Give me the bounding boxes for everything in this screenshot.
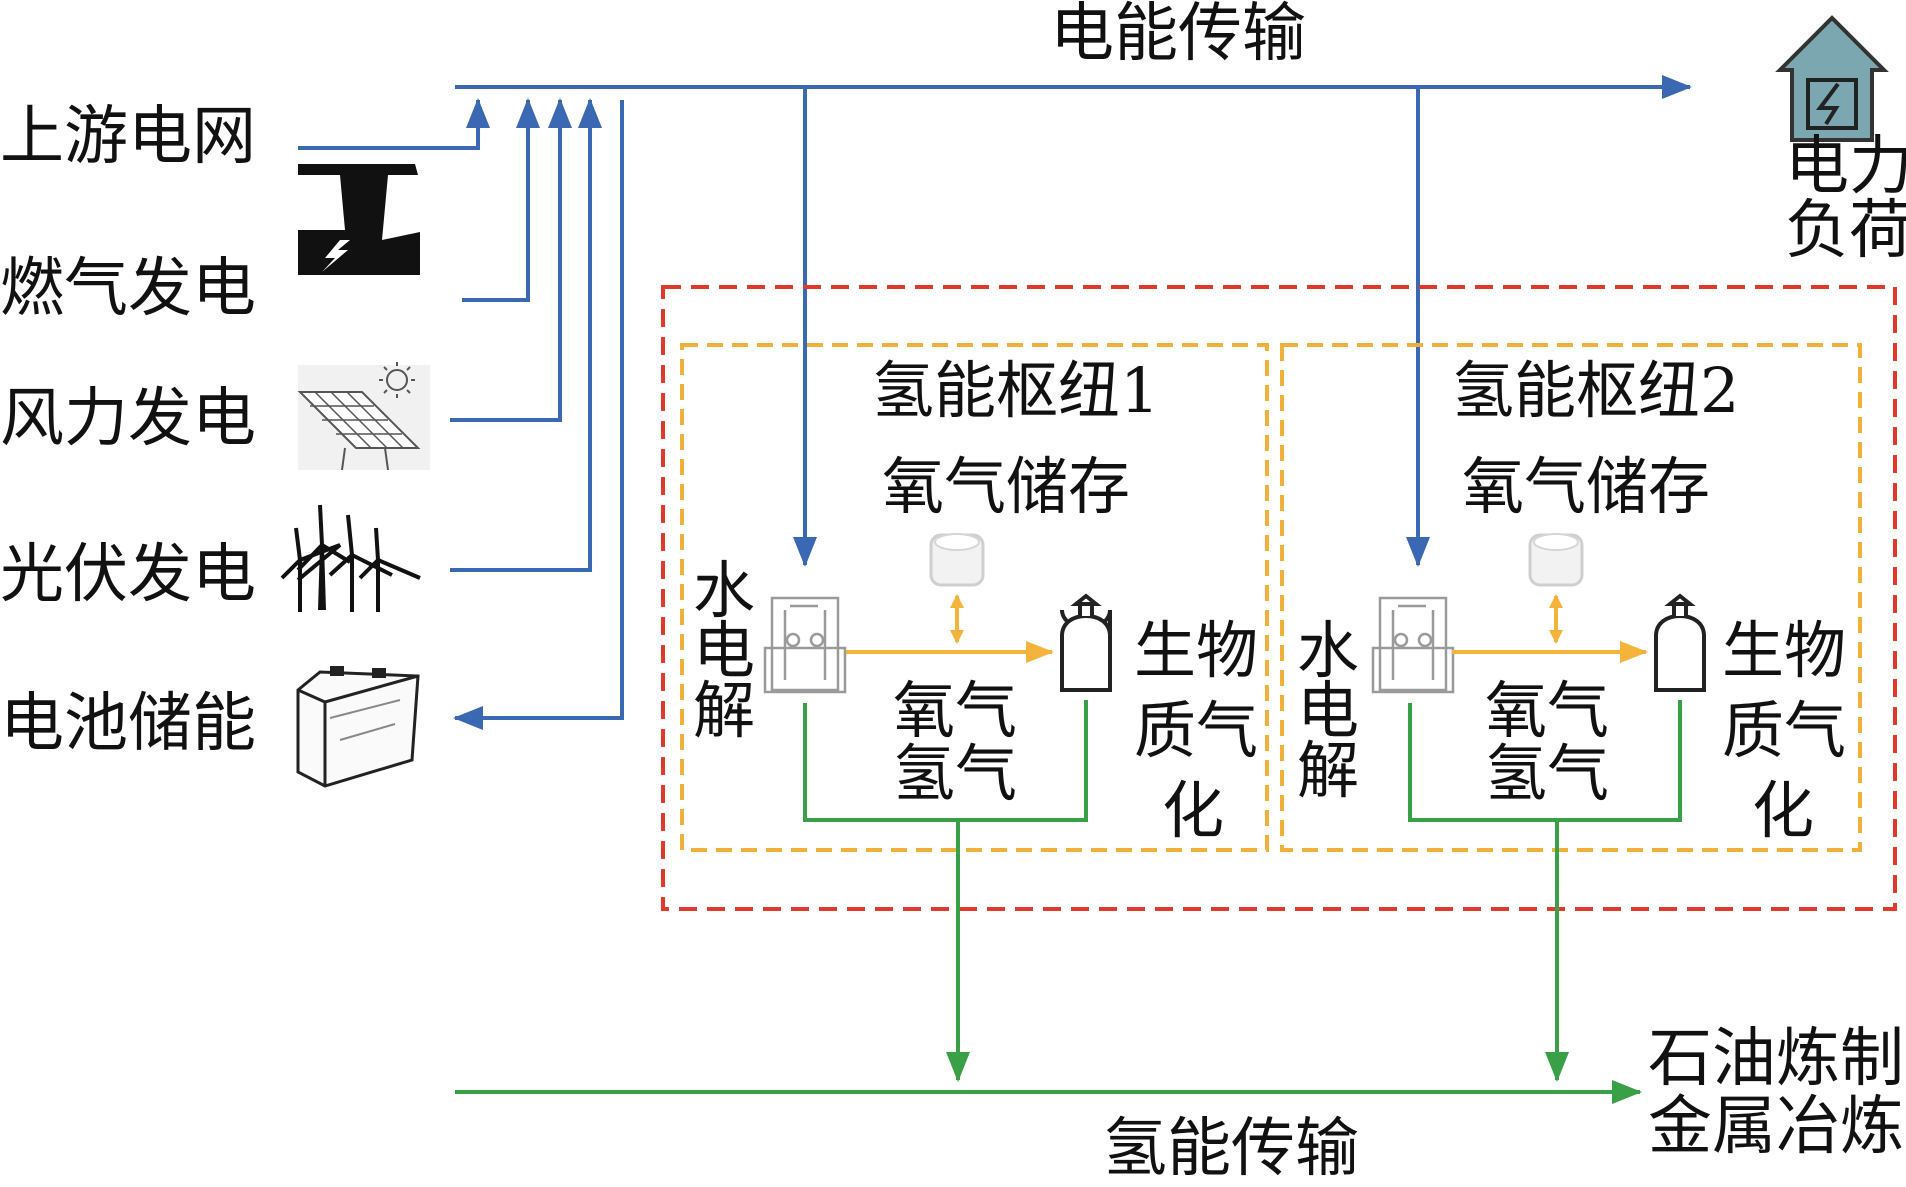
hub1-biomass-label-2: 质气	[1134, 694, 1258, 767]
hub1-electrolysis-char-3: 解	[693, 674, 755, 747]
hub2-electrolyzer-icon	[1371, 596, 1455, 694]
upstream-grid-feed	[298, 98, 490, 150]
house-icon	[1775, 15, 1889, 142]
battery-storage-link	[453, 100, 624, 730]
upstream-grid-label: 上游电网	[0, 100, 256, 174]
hub1-biomass-label-3: 化	[1162, 774, 1224, 847]
hydrogen-system-boundary	[661, 285, 1897, 911]
wind-power-label: 风力发电	[0, 382, 256, 456]
hub1-hydrogen-collector	[803, 700, 1088, 822]
hub1-gasifier-icon	[1060, 593, 1112, 692]
industry-label-1: 石油炼制	[1648, 1022, 1904, 1096]
hub1-oxygen-storage-label: 氧气储存	[882, 450, 1130, 523]
wind-power-feed	[450, 98, 572, 422]
industry-label-2: 金属冶炼	[1648, 1090, 1904, 1164]
hydrogen-hub-2: 氢能枢纽2 氧气储存 水 电 解 氧气 氢气 生物 质气 化	[1297, 354, 1846, 847]
hub1-biomass-label-1: 生物	[1134, 614, 1258, 687]
hub2-biomass-label-3: 化	[1752, 774, 1814, 847]
pv-power-label: 光伏发电	[0, 538, 256, 612]
hub1-oxygen-tank-icon	[929, 533, 985, 587]
hub1-hydrogen-label: 氢气	[893, 737, 1017, 810]
gas-plant-icon	[298, 164, 420, 275]
hub2-boundary	[1280, 343, 1862, 852]
hub1-electrolysis-char-1: 水	[693, 554, 755, 627]
wind-turbine-icon	[280, 504, 421, 612]
hub1-oxygen-label: 氧气	[893, 674, 1017, 747]
pv-power-feed	[450, 98, 602, 572]
hub2-hydrogen-label: 氢气	[1485, 737, 1609, 810]
hub2-hydrogen-collector	[1408, 700, 1682, 822]
gas-power-label: 燃气发电	[0, 252, 256, 326]
hub1-electrolyzer-icon	[763, 596, 847, 694]
hub2-oxygen-label: 氧气	[1485, 674, 1609, 747]
hub2-biomass-label-1: 生物	[1722, 614, 1846, 687]
hydrogen-transmission-label: 氢能传输	[1103, 1112, 1359, 1186]
hub2-electrolysis-char-3: 解	[1297, 734, 1359, 807]
electric-network	[298, 75, 1692, 730]
hub2-oxygen-storage-label: 氧气储存	[1462, 450, 1710, 523]
gas-power-feed	[462, 98, 540, 302]
hub2-title: 氢能枢纽2	[1452, 354, 1739, 427]
hub1-electrolysis-char-2: 电	[693, 614, 755, 687]
hub2-electrolysis-char-2: 电	[1297, 674, 1359, 747]
battery-storage-label: 电池储能	[0, 687, 256, 761]
power-load-label-2: 负荷	[1785, 194, 1906, 268]
hydrogen-hub-1: 氢能枢纽1 氧气储存 水 电 解 氧气 氢气 生物 质气 化	[693, 354, 1258, 847]
power-transmission-label: 电能传输	[1050, 0, 1306, 71]
solar-panel-icon	[297, 362, 430, 471]
hub2-electrolysis-char-1: 水	[1297, 614, 1359, 687]
hub2-biomass-label-2: 质气	[1722, 694, 1846, 767]
battery-icon	[296, 666, 420, 788]
hub1-boundary	[680, 343, 1269, 852]
hub2-oxygen-tank-icon	[1528, 533, 1584, 587]
power-load-label-1: 电力	[1785, 130, 1906, 204]
hydrogen-network	[455, 820, 1642, 1104]
hub1-title: 氢能枢纽1	[872, 354, 1159, 427]
hub2-gasifier-icon	[1654, 593, 1706, 692]
